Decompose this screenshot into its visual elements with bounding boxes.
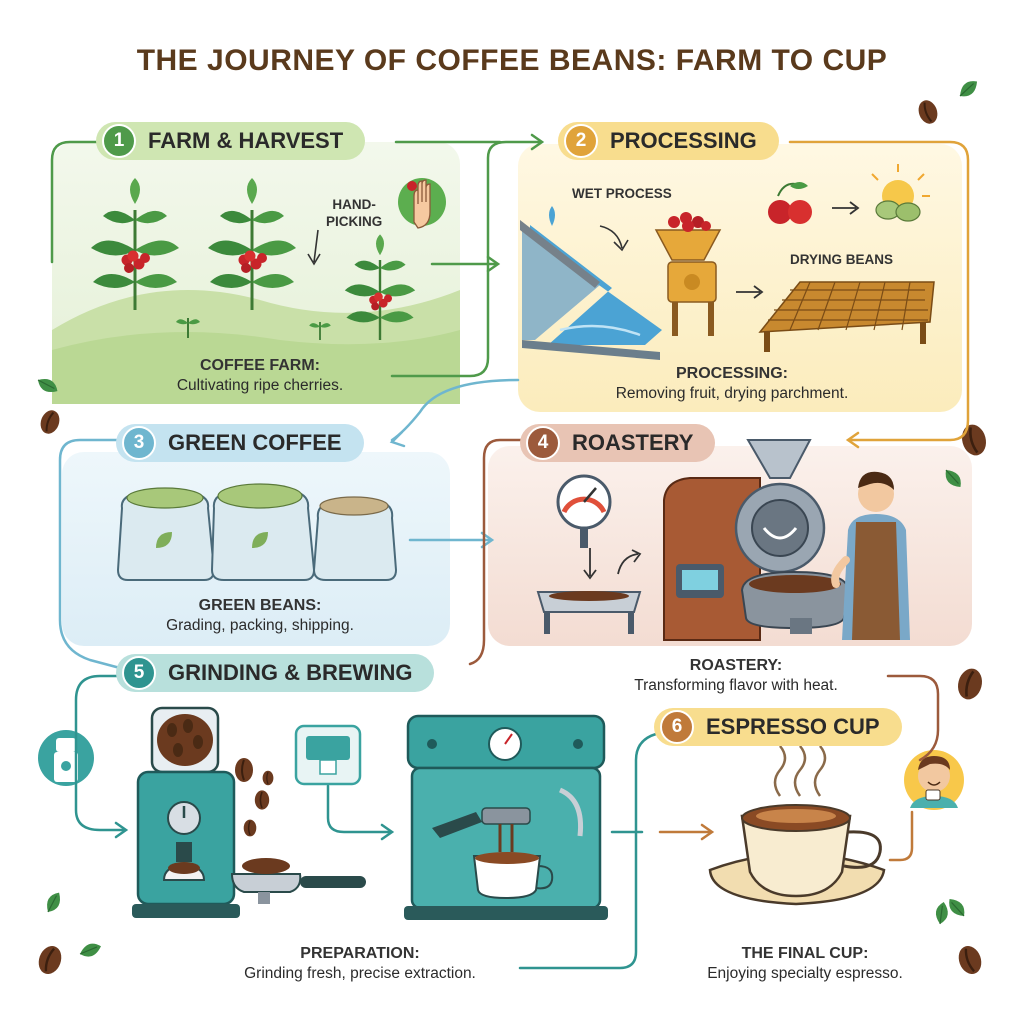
step-3-number: 3 [122, 426, 156, 460]
step-3-caption-title: GREEN BEANS: [198, 597, 322, 614]
step-4-caption-title: ROASTERY: [689, 657, 783, 674]
step-6-caption-text: Enjoying specialty espresso. [707, 965, 903, 982]
step-1-header: 1 FARM & HARVEST [96, 122, 366, 160]
step-6-caption-title: THE FINAL CUP: [741, 945, 869, 962]
step-5-caption-title: PREPARATION: [300, 945, 420, 962]
step-3-title: GREEN COFFEE [168, 430, 342, 455]
wet-process-label: WET PROCESS [572, 186, 672, 201]
step-5-header: 5 GRINDING & BREWING [116, 654, 435, 692]
step-5-number: 5 [122, 656, 156, 690]
step-4-header: 4 ROASTERY [520, 424, 716, 462]
step-2-caption-text: Removing fruit, drying parchment. [615, 385, 849, 402]
drying-beans-label: DRYING BEANS [790, 252, 894, 267]
step-3-caption-text: Grading, packing, shipping. [166, 617, 354, 634]
step-2-header: 2 PROCESSING [558, 122, 779, 160]
step-1-caption-text: Cultivating ripe cherries. [176, 377, 344, 394]
step-4-caption: ROASTERY: Transforming flavor with heat. [586, 656, 886, 696]
page-title: THE JOURNEY OF COFFEE BEANS: FARM TO CUP [136, 44, 888, 77]
step-3-header: 3 GREEN COFFEE [116, 424, 364, 462]
step-6-caption: THE FINAL CUP: Enjoying specialty espres… [670, 944, 940, 984]
step-4-title: ROASTERY [572, 430, 694, 455]
step-4-caption-text: Transforming flavor with heat. [634, 677, 838, 694]
step-3-caption: GREEN BEANS: Grading, packing, shipping. [120, 596, 400, 636]
step-5-caption: PREPARATION: Grinding fresh, precise ext… [200, 944, 520, 984]
step-6-header: 6 ESPRESSO CUP [654, 708, 902, 746]
step-1-number: 1 [102, 124, 136, 158]
step-1-caption: COFFEE FARM: Cultivating ripe cherries. [150, 356, 370, 396]
step-6-title: ESPRESSO CUP [706, 714, 880, 739]
step-5-title: GRINDING & BREWING [168, 660, 413, 685]
step-1-title: FARM & HARVEST [148, 128, 344, 153]
step-2-number: 2 [564, 124, 598, 158]
step-4-number: 4 [526, 426, 560, 460]
hand-picking-label: HAND- PICKING [326, 197, 383, 229]
step-2-caption: PROCESSING: Removing fruit, drying parch… [552, 364, 912, 404]
step-1-caption-title: COFFEE FARM: [200, 357, 320, 374]
step-2-caption-title: PROCESSING: [675, 365, 788, 382]
step-2-title: PROCESSING [610, 128, 757, 153]
step-6-number: 6 [660, 710, 694, 744]
step-5-caption-text: Grinding fresh, precise extraction. [244, 965, 476, 982]
sacks [116, 483, 398, 581]
